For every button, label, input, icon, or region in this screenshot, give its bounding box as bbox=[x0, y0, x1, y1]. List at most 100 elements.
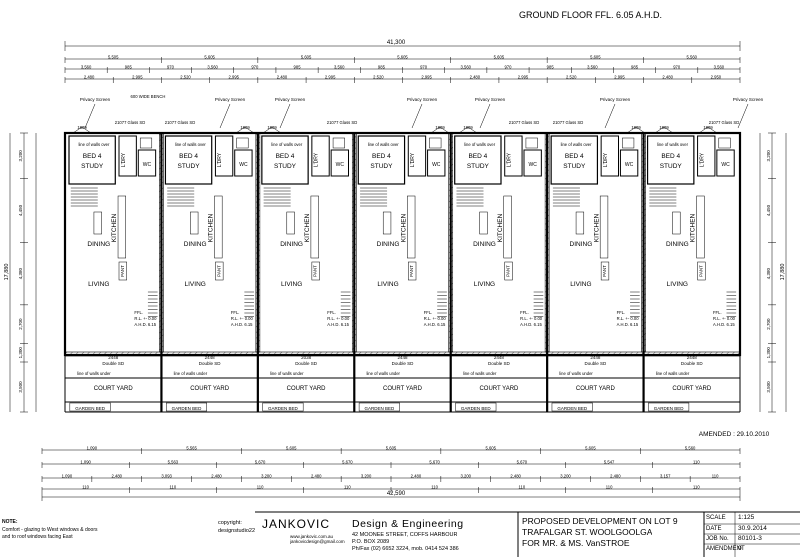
bottom-dim-row3-label: 2,480 bbox=[311, 474, 322, 479]
top-dim-row2-label: 3,560 bbox=[207, 65, 218, 70]
room-laundry-label: L'DRY bbox=[410, 152, 416, 167]
walls-under-label: line of walls under bbox=[656, 371, 690, 376]
room-living-label: LIVING bbox=[474, 281, 495, 288]
firm-po-box: P.O. BOX 2089 bbox=[352, 539, 390, 545]
firm-web: www.jankovic.com.au bbox=[290, 534, 334, 539]
bottom-dim-row4-label: 110 bbox=[82, 485, 89, 490]
bottom-dim-row2-label: 5,670 bbox=[255, 460, 266, 465]
kitchen-bench bbox=[599, 195, 609, 259]
firm-name: JANKOVIC bbox=[262, 518, 331, 531]
slider-door-type: Double SD bbox=[199, 361, 222, 366]
meta-value: 0 bbox=[738, 545, 742, 552]
rl-label: R.L. +- 0.00 bbox=[617, 316, 640, 321]
room-bed-label: BED 4 bbox=[468, 153, 487, 160]
walls-over-label: line of walls over bbox=[657, 142, 689, 147]
garden-bed bbox=[358, 402, 400, 412]
meta-value: 1:125 bbox=[738, 514, 755, 521]
top-dim-row1-label: 5,605 bbox=[590, 55, 601, 60]
basin-fixture bbox=[622, 137, 635, 149]
room-study-label: STUDY bbox=[81, 163, 104, 170]
room-pantry-label: PANT bbox=[313, 265, 318, 277]
party-wall-hatch bbox=[448, 132, 454, 353]
privacy-leader bbox=[479, 103, 491, 129]
slider-door-label: 2448 bbox=[590, 355, 601, 360]
room-living-label: LIVING bbox=[667, 281, 688, 288]
garden-bed bbox=[551, 402, 593, 412]
pantry bbox=[697, 261, 706, 281]
left-dim-label: 1,300 bbox=[18, 347, 23, 359]
bottom-dim-row1-label: 5,605 bbox=[386, 446, 397, 451]
room-laundry-label: L'DRY bbox=[217, 152, 223, 167]
room-laundry-label: L'DRY bbox=[507, 152, 513, 167]
laundry-room bbox=[697, 135, 716, 177]
drawing-title: GROUND FLOOR FFL. 6.05 A.H.D. bbox=[519, 10, 662, 20]
courtyard-label: COURT YARD bbox=[576, 386, 616, 392]
overall-width-bottom: 42,590 bbox=[387, 491, 406, 497]
room-living-label: LIVING bbox=[377, 281, 398, 288]
right-dim-label: 3,500 bbox=[766, 381, 771, 393]
building-outline bbox=[63, 131, 742, 413]
left-dim-label: 4,450 bbox=[18, 204, 23, 216]
island-bench bbox=[575, 211, 585, 235]
walls-over-label: line of walls over bbox=[561, 142, 593, 147]
basin-fixture bbox=[429, 137, 442, 149]
party-wall-hatch bbox=[255, 132, 261, 353]
rl-label: R.L. +- 0.00 bbox=[424, 316, 447, 321]
room-bed-label: BED 4 bbox=[276, 153, 295, 160]
pantry bbox=[600, 261, 610, 281]
room-living-label: LIVING bbox=[281, 281, 302, 288]
top-dim-row2-label: 3,560 bbox=[334, 65, 345, 70]
island-bench bbox=[286, 211, 295, 235]
privacy-screen-label: Privacy Screen bbox=[475, 97, 506, 102]
firm-street: 42 MOONEE STREET, COFFS HARBOUR bbox=[352, 532, 458, 538]
wc-room bbox=[427, 149, 446, 177]
bottom-dim-row3-label: 3,200 bbox=[461, 474, 472, 479]
bed-study-room bbox=[646, 135, 695, 185]
courtyard-label: COURT YARD bbox=[190, 386, 230, 392]
top-dim-row2-label: 985 bbox=[631, 65, 639, 70]
top-dim-row3-label: 2,480 bbox=[84, 75, 95, 80]
laundry-room bbox=[118, 135, 137, 177]
bottom-dim-row3-label: 3,157 bbox=[660, 474, 671, 479]
left-dim-label: 3,500 bbox=[18, 381, 23, 393]
basin-fixture bbox=[139, 137, 153, 149]
island-bench bbox=[382, 211, 392, 235]
basin-fixture bbox=[332, 137, 345, 149]
bottom-dim-row4-label: 110 bbox=[606, 485, 613, 490]
party-wall-hatch bbox=[544, 132, 550, 353]
garden-bed-label: GARDEN BED bbox=[75, 406, 106, 411]
overall-width-top: 41,300 bbox=[387, 40, 406, 46]
wc-room bbox=[619, 149, 639, 177]
top-dim-row3-label: 2,520 bbox=[566, 75, 577, 80]
note-label: NOTE: bbox=[2, 519, 18, 525]
privacy-leader bbox=[604, 103, 616, 129]
glass-door-label: 21077 Glass SD bbox=[509, 120, 540, 125]
room-wc-label: WC bbox=[239, 162, 248, 168]
top-dim-row1-label: 5,605 bbox=[301, 55, 312, 60]
top-dim-row1-label: 5,505 bbox=[108, 55, 119, 60]
room-laundry-label: L'DRY bbox=[603, 152, 609, 167]
slider-door-type: Double SD bbox=[584, 361, 607, 366]
bottom-dim-row2-label: 5,670 bbox=[342, 460, 353, 465]
privacy-screen-label: Privacy Screen bbox=[733, 97, 764, 102]
room-bed-label: BED 4 bbox=[179, 153, 198, 160]
bottom-dim-row1-label: 1,090 bbox=[87, 446, 98, 451]
privacy-screen-label: Privacy Screen bbox=[600, 97, 631, 102]
rl-label: R.L. +- 0.00 bbox=[713, 316, 736, 321]
courtyard-label: COURT YARD bbox=[479, 386, 519, 392]
top-dim-row3-label: 2,520 bbox=[180, 75, 191, 80]
pantry bbox=[504, 261, 513, 281]
privacy-leader bbox=[411, 103, 423, 129]
island-bench bbox=[672, 211, 681, 235]
top-dim-row3-label: 2,950 bbox=[711, 75, 722, 80]
privacy-screen-label: Privacy Screen bbox=[407, 97, 438, 102]
privacy-screen-label: Privacy Screen bbox=[80, 97, 111, 102]
privacy-leader bbox=[219, 103, 231, 129]
door-swing bbox=[654, 126, 674, 134]
right-dim-label: 2,700 bbox=[766, 318, 771, 330]
